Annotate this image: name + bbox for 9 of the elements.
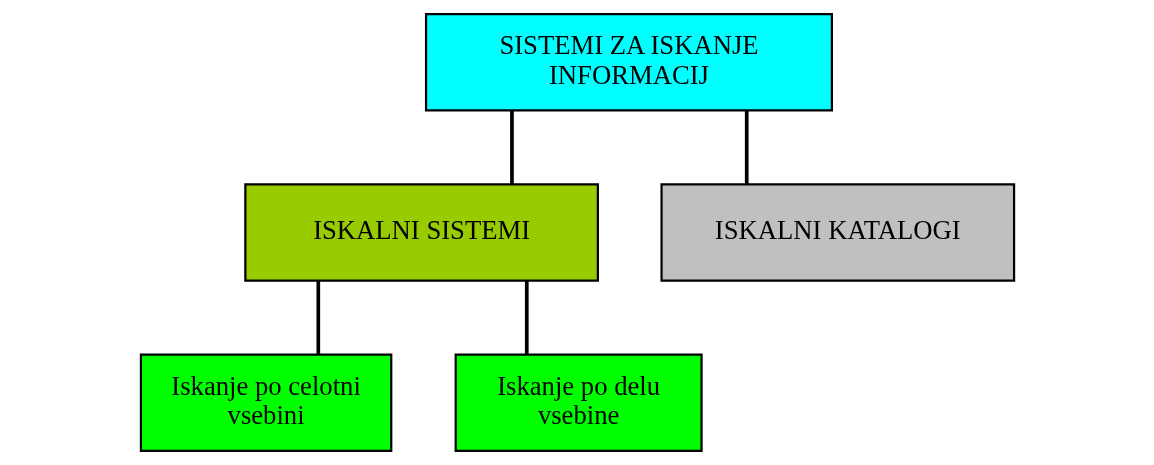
node-box: ISKALNI SISTEMI bbox=[243, 183, 599, 282]
connector bbox=[744, 110, 749, 184]
connector bbox=[315, 280, 320, 355]
node-box: ISKALNI KATALOGI bbox=[659, 183, 1015, 282]
connector bbox=[509, 110, 514, 184]
node-box: SISTEMI ZA ISKANJE INFORMACIJ bbox=[424, 12, 833, 112]
connector bbox=[524, 280, 529, 355]
node-box: Iskanje po delu vsebine bbox=[454, 353, 703, 453]
node-box: Iskanje po celotni vsebini bbox=[139, 353, 392, 453]
